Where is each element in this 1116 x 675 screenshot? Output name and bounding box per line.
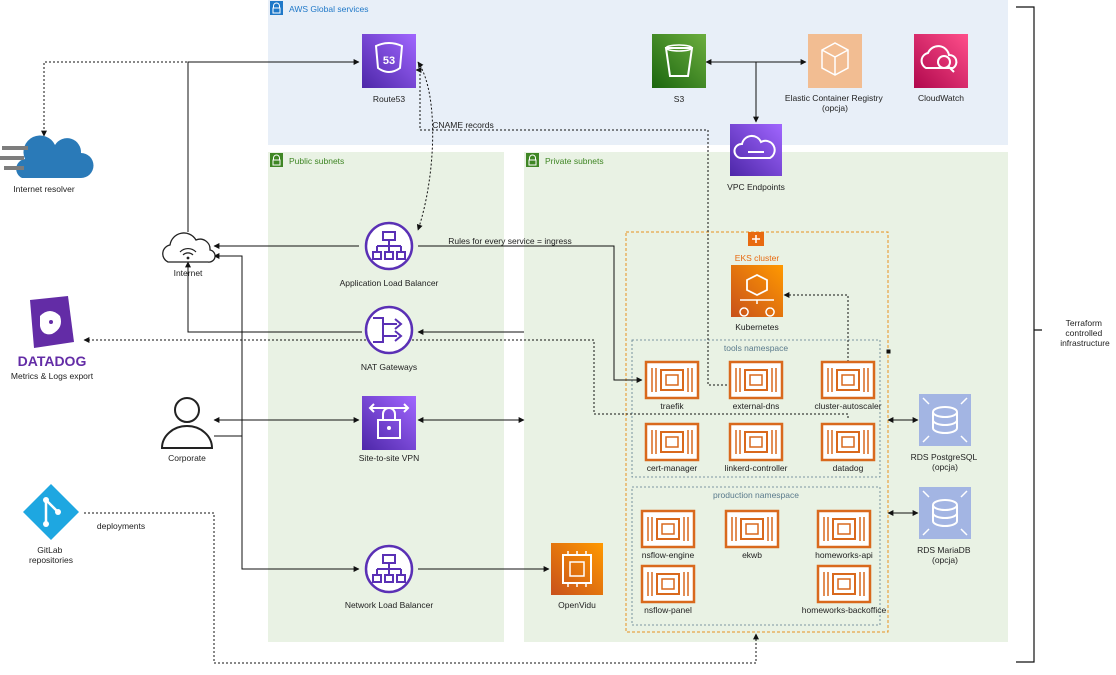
rds-postgres-node[interactable]: RDS PostgreSQL (opcja) [911,393,980,472]
cloud-link-icon [733,134,776,159]
edge-datadog-export [83,337,849,418]
production-namespace-group: production namespace [631,486,881,626]
pod-nsflow-panel[interactable]: nsflow-panel [640,564,696,615]
nat-label: NAT Gateways [361,362,417,372]
production-namespace-title: production namespace [713,490,799,500]
cloudwatch-node[interactable]: CloudWatch [914,34,968,103]
internet-cloud-icon [162,232,216,263]
edge-nat-internet [185,261,362,333]
vpc-endpoints-label: VPC Endpoints [727,182,785,192]
terraform-bracket [1016,6,1042,663]
openvidu-label: OpenVidu [558,600,596,610]
datadog-logo-text: DATADOG [18,353,87,369]
alb-label: Application Load Balancer [340,278,439,288]
eks-cluster-group: EKS cluster [625,231,889,633]
pod-label: nsflow-panel [644,605,692,615]
nat-arrows-icon [373,317,403,343]
ecr-node[interactable]: Elastic Container Registry (opcja) [785,34,885,113]
rds-postgres-label: RDS PostgreSQL (opcja) [911,452,980,472]
pod-datadog[interactable]: datadog [820,422,876,473]
vpc-endpoints-node[interactable]: VPC Endpoints [727,124,785,192]
pod-external-dns[interactable]: external-dns [728,360,784,411]
edges [41,59,919,664]
internet-resolver-label: Internet resolver [13,184,75,194]
ecr-label: Elastic Container Registry (opcja) [785,93,885,113]
edge-autoscaler-kubernetes [783,292,849,362]
pod-traefik[interactable]: traefik [644,360,700,411]
rds-mariadb-label: RDS MariaDB (opcja) [917,545,973,565]
pod-label: linkerd-controller [725,463,788,473]
pod-cert-manager[interactable]: cert-manager [644,422,700,473]
user-icon [174,397,200,423]
kubernetes-node[interactable]: Kubernetes [731,265,783,332]
pod-linkerd-controller[interactable]: linkerd-controller [725,422,788,473]
speed-lines-icon [0,146,28,170]
vpn-label: Site-to-site VPN [359,453,419,463]
pod-label: traefik [660,401,684,411]
pod-label: homeworks-backoffice [802,605,887,615]
cloudwatch-label: CloudWatch [918,93,964,103]
pod-ekwb[interactable]: ekwb [724,509,780,560]
deployments-label: deployments [97,521,145,531]
pod-cluster-autoscaler[interactable]: cluster-autoscaler [814,360,882,411]
container-icon [821,42,849,76]
pod-label: ekwb [742,550,762,560]
ingress-rules-label: Rules for every service = ingress [448,236,572,246]
eks-cluster-title: EKS cluster [735,253,780,263]
s3-node[interactable]: S3 [652,34,706,104]
corporate-node: Corporate [160,397,214,463]
gitlab-node: GitLab repositories [23,484,79,565]
alb-node[interactable]: Application Load Balancer [340,221,439,288]
terraform-label: Terraform controlled infrastructure [1060,318,1110,348]
pod-homeworks-backoffice[interactable]: homeworks-backoffice [802,564,887,615]
kubernetes-cube-icon [746,273,768,297]
vpn-node[interactable]: Site-to-site VPN [359,396,419,463]
kubernetes-label: Kubernetes [735,322,778,332]
pod-label: homeworks-api [815,550,873,560]
datadog-node: DATADOG Metrics & Logs export [11,296,94,381]
internet-node: Internet [162,232,216,278]
private-subnets-title: Private subnets [545,156,604,166]
route53-shield-icon [374,42,404,73]
gitlab-label: GitLab repositories [29,545,73,565]
lock-icon [377,419,401,439]
internet-label: Internet [174,268,203,278]
tools-namespace-title: tools namespace [724,343,789,353]
edge-gitlab-deployments [84,512,759,664]
corporate-label: Corporate [168,453,206,463]
openvidu-node[interactable]: OpenVidu [551,543,603,610]
edge-externaldns-route53 [415,67,728,386]
pod-label: cluster-autoscaler [814,401,881,411]
route53-label: Route53 [373,94,405,104]
edge-corporate-internet [213,253,243,437]
rds-mariadb-node[interactable]: RDS MariaDB (opcja) [917,486,973,565]
aws-global-title: AWS Global services [289,4,369,14]
pod-nsflow-engine[interactable]: nsflow-engine [640,509,696,560]
public-subnets-title: Public subnets [289,156,344,166]
nat-node[interactable]: NAT Gateways [361,305,417,372]
cloud-icon [16,135,94,178]
route53-node[interactable]: 53 Route53 [362,34,416,104]
pod-label: datadog [833,463,864,473]
pod-label: external-dns [733,401,780,411]
git-icon [23,484,79,540]
cloudwatch-icon [920,45,958,69]
internet-resolver-node: Internet resolver [0,135,94,194]
edge-alb-traefik [418,245,643,383]
cname-label: CNAME records [432,120,493,130]
pod-homeworks-api[interactable]: homeworks-api [815,509,873,560]
datadog-export-label: Metrics & Logs export [11,371,94,381]
edge-route53-resolver [41,61,359,137]
pod-label: cert-manager [647,463,698,473]
route53-badge: 53 [383,55,395,67]
tools-namespace-group: tools namespace [631,339,881,478]
pod-label: nsflow-engine [642,550,695,560]
bucket-icon [664,47,694,77]
nlb-node[interactable]: Network Load Balancer [345,544,434,610]
edge-corporate-nlb [241,436,360,572]
s3-label: S3 [674,94,685,104]
nlb-label: Network Load Balancer [345,600,434,610]
